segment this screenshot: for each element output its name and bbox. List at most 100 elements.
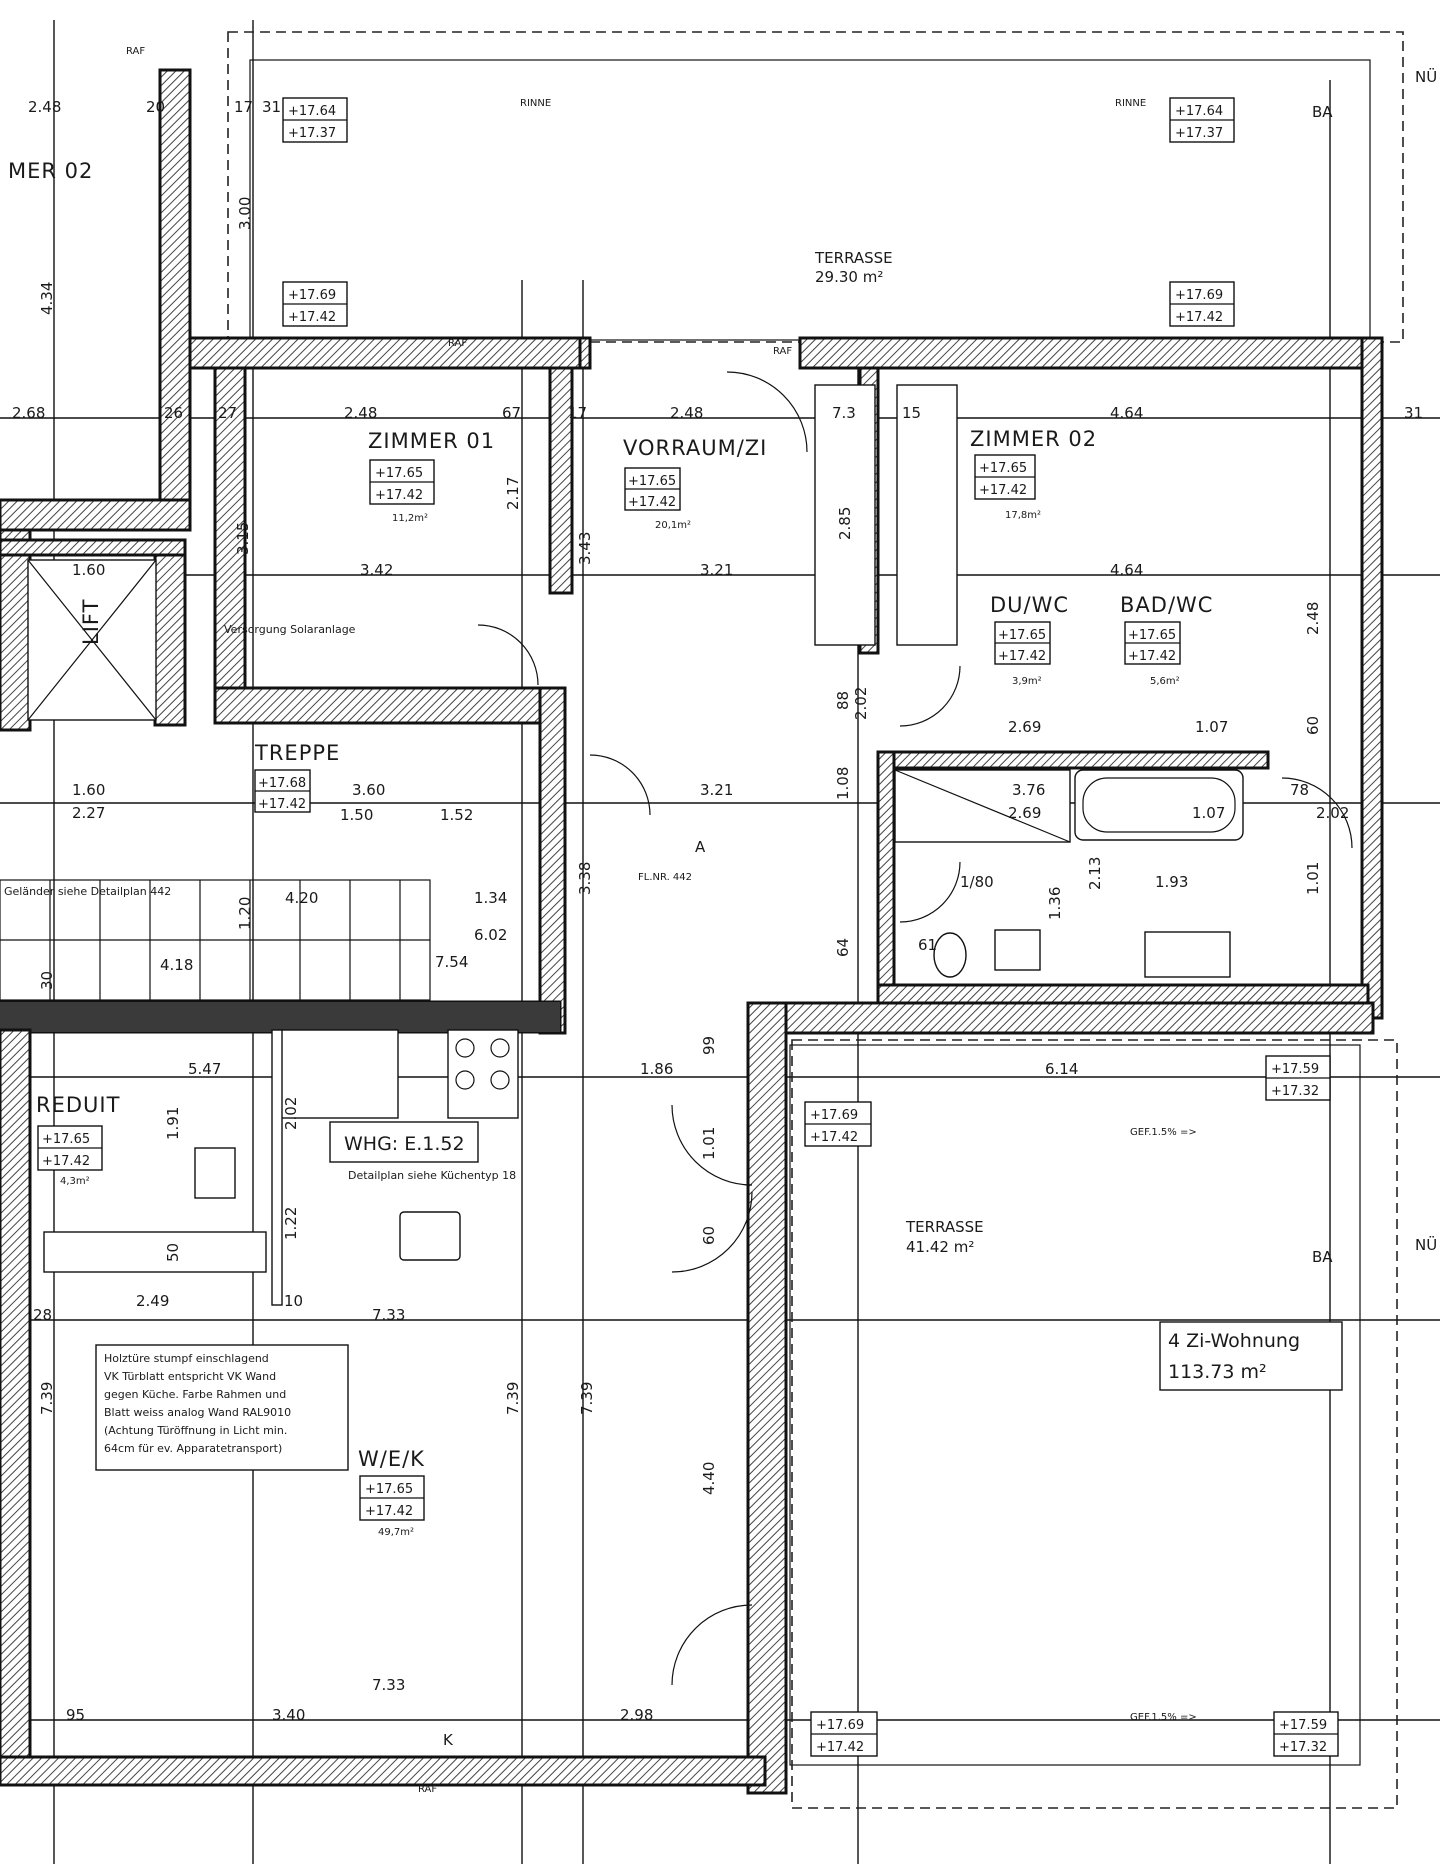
level-box-13-bottom: +17.42 — [810, 1130, 858, 1145]
room-zimmer02-name: ZIMMER 02 — [970, 427, 1097, 451]
level-box-9-top: +17.65 — [1128, 628, 1176, 643]
gef-label-2: GEF.1.5% => — [1130, 1712, 1197, 1723]
level-box-4-top: +17.69 — [1175, 288, 1223, 303]
dim-label: 4.20 — [285, 889, 318, 907]
level-box-5-top: +17.65 — [375, 466, 423, 481]
level-box-14-bottom: +17.32 — [1271, 1084, 1319, 1099]
solar-note: Versorgung Solaranlage — [224, 623, 356, 636]
dim-label: 3.60 — [352, 781, 385, 799]
dim-label: 88 — [834, 691, 852, 710]
dim-label: 4.64 — [1110, 404, 1143, 422]
level-box-2-bottom: +17.37 — [1175, 126, 1223, 141]
level-box-11-top: +17.65 — [42, 1132, 90, 1147]
dim-label: 2.85 — [836, 507, 854, 540]
rinne-label-1: RINNE — [520, 98, 551, 109]
room-lift-name: LIFT — [79, 599, 103, 645]
dim-label: 20 — [146, 98, 165, 116]
level-box-11-bottom: +17.42 — [42, 1154, 90, 1169]
dim-label: 4.18 — [160, 956, 193, 974]
dim-label: 17 — [568, 404, 587, 422]
level-box-8-bottom: +17.42 — [998, 649, 1046, 664]
nu-label-2: NÜ — [1415, 1235, 1437, 1254]
level-box-7-bottom: +17.42 — [979, 483, 1027, 498]
level-box-2-top: +17.64 — [1175, 104, 1223, 119]
stair-note: Geländer siehe Detailplan 442 — [4, 885, 171, 898]
section-mark-a: A — [695, 838, 706, 856]
room-terrace-bottom-name: TERRASSE — [905, 1218, 984, 1236]
dim-label: 2.69 — [1008, 718, 1041, 736]
level-box-15-top: +17.69 — [816, 1718, 864, 1733]
level-box-4-bottom: +17.42 — [1175, 310, 1223, 325]
dim-label: 1.01 — [700, 1127, 718, 1160]
dim-label: 7.33 — [372, 1306, 405, 1324]
dim-label: 1.36 — [1046, 887, 1064, 920]
room-reduit-name: REDUIT — [36, 1093, 120, 1117]
door-note-line-6: 64cm für ev. Apparatetransport) — [104, 1442, 282, 1455]
dim-label: 4.64 — [1110, 561, 1143, 579]
raf-label-1: RAF — [126, 46, 145, 57]
dim-label: 67 — [502, 404, 521, 422]
dim-label: 60 — [1304, 716, 1322, 735]
level-box-6-bottom: +17.42 — [628, 495, 676, 510]
flnr-label: FL.NR. 442 — [638, 872, 692, 883]
level-boxes: +17.64 +17.37 +17.64 +17.37 +17.69 +17.4… — [37, 97, 1339, 1757]
door-note-line-2: VK Türblatt entspricht VK Wand — [104, 1370, 276, 1383]
door-note-line-3: gegen Küche. Farbe Rahmen und — [104, 1388, 286, 1401]
dim-label: 2.48 — [28, 98, 61, 116]
dim-label: 3.00 — [236, 197, 254, 230]
dim-label: 31 — [262, 98, 281, 116]
dim-label: 78 — [1290, 781, 1309, 799]
dim-label: 5.47 — [188, 1060, 221, 1078]
dim-label: 3.21 — [700, 781, 733, 799]
dim-label: 1.01 — [1304, 862, 1322, 895]
dim-label: 3.40 — [272, 1706, 305, 1724]
room-labels: TERRASSE 29.30 m² ZIMMER 01 11,2m² VORRA… — [8, 159, 1213, 1538]
dim-label: 4.34 — [38, 282, 56, 315]
raf-label-3: RAF — [773, 346, 792, 357]
door-note-line-4: Blatt weiss analog Wand RAL9010 — [104, 1406, 291, 1419]
level-box-3-top: +17.69 — [288, 288, 336, 303]
apartment-area: 113.73 m² — [1168, 1361, 1267, 1383]
unit-id-label: WHG: E.1.52 — [344, 1133, 465, 1155]
dim-label: 2.48 — [344, 404, 377, 422]
dim-label: 50 — [164, 1243, 182, 1262]
dim-label: 6.02 — [474, 926, 507, 944]
room-zimmer01-name: ZIMMER 01 — [368, 429, 495, 453]
dim-label: 31 — [1404, 404, 1423, 422]
raf-label-2: RAF — [448, 338, 467, 349]
dim-label: 1.60 — [72, 781, 105, 799]
dim-label: 2.13 — [1086, 857, 1104, 890]
ba-label-2: BA — [1312, 1248, 1333, 1266]
dim-label: 61 — [918, 936, 937, 954]
fixtures — [0, 371, 1353, 1686]
dimension-labels: 2.48 20 17 31 3.00 4.34 2.68 26 27 2.48 … — [12, 98, 1423, 1724]
dim-label: 6.14 — [1045, 1060, 1078, 1078]
dim-label: 17 — [234, 98, 253, 116]
room-duwc-area: 3,9m² — [1012, 676, 1042, 687]
kitchen-note: Detailplan siehe Küchentyp 18 — [348, 1169, 516, 1182]
dim-label: 95 — [66, 1706, 85, 1724]
room-terrace-top-name: TERRASSE — [814, 249, 893, 267]
room-badwc-name: BAD/WC — [1120, 593, 1213, 617]
dim-label: 30 — [38, 971, 56, 990]
nu-label-1: NÜ — [1415, 67, 1437, 86]
level-box-6-top: +17.65 — [628, 474, 676, 489]
level-box-15-bottom: +17.42 — [816, 1740, 864, 1755]
level-box-16-top: +17.59 — [1279, 1718, 1327, 1733]
dim-label: 1.20 — [236, 897, 254, 930]
dim-label: 2.02 — [1316, 804, 1349, 822]
dim-label: 2.27 — [72, 804, 105, 822]
level-box-10-top: +17.68 — [258, 776, 306, 791]
level-box-9-bottom: +17.42 — [1128, 649, 1176, 664]
level-box-12-top: +17.65 — [365, 1482, 413, 1497]
level-box-16-bottom: +17.32 — [1279, 1740, 1327, 1755]
dim-label: 1.60 — [72, 561, 105, 579]
gef-label-1: GEF.1.5% => — [1130, 1127, 1197, 1138]
dim-label: 1.86 — [640, 1060, 673, 1078]
dim-label: 1.93 — [1155, 873, 1188, 891]
level-box-10-bottom: +17.42 — [258, 797, 306, 812]
dim-label: 7.39 — [38, 1382, 56, 1415]
dim-label: 26 — [164, 404, 183, 422]
dim-label: 2.02 — [852, 687, 870, 720]
dim-label: 27 — [218, 404, 237, 422]
